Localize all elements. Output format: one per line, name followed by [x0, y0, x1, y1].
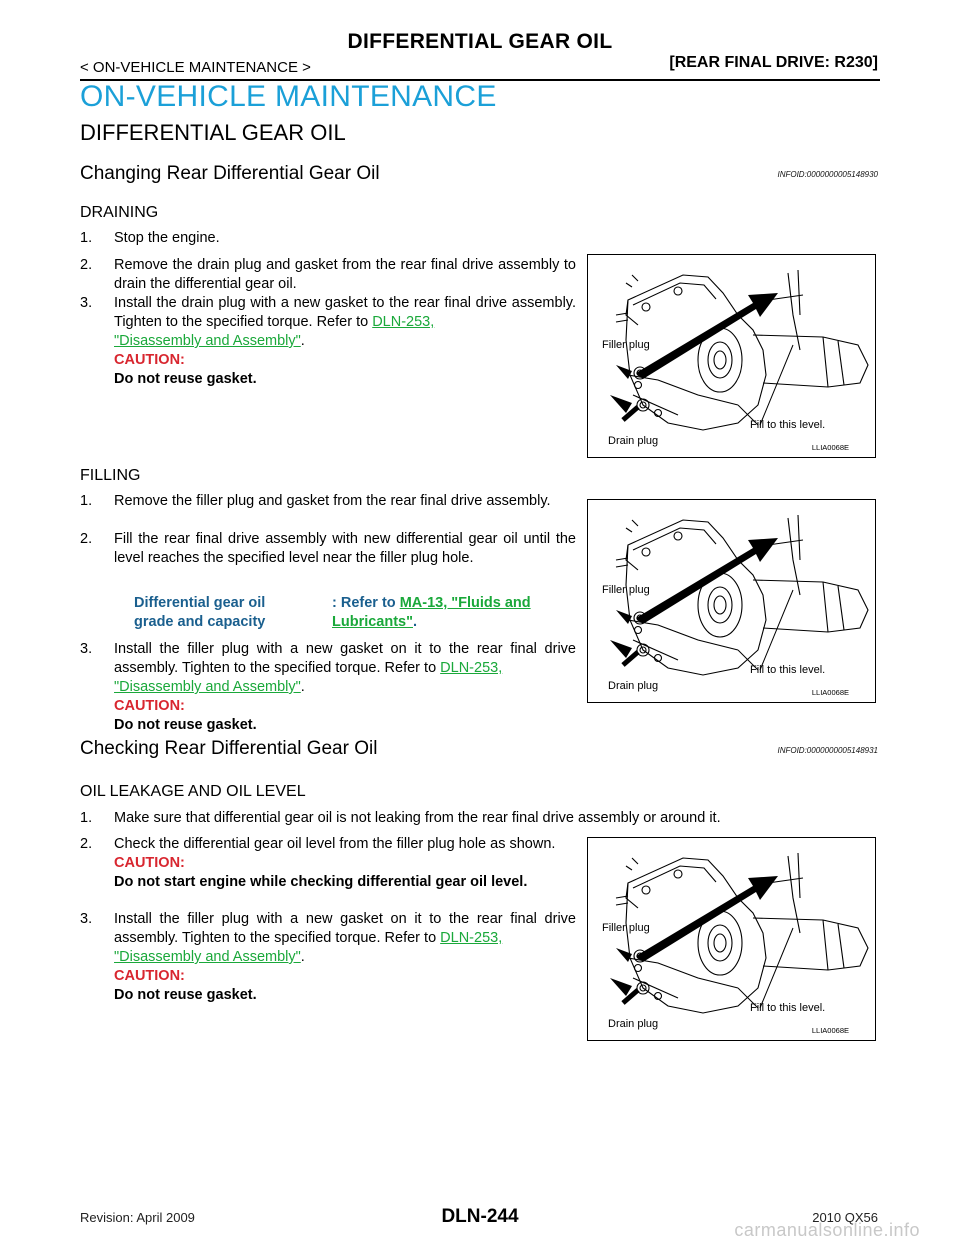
dln-253-link[interactable]: DLN-253,	[372, 314, 435, 330]
checking-step-3: 3. Install the filler plug with a new ga…	[80, 911, 576, 1003]
step-number: 2.	[80, 836, 93, 852]
revision-date: Revision: April 2009	[80, 1210, 195, 1225]
header-section-tag: [REAR FINAL DRIVE: R230]	[669, 54, 878, 71]
caution-label: CAUTION:	[114, 698, 185, 714]
drain-plug-label: Drain plug	[608, 435, 659, 447]
oil-leakage-heading: OIL LEAKAGE AND OIL LEVEL	[80, 783, 306, 800]
caution-text: Do not reuse gasket.	[114, 717, 257, 733]
caution-label: CAUTION:	[114, 968, 185, 984]
disassembly-assembly-link[interactable]: "Disassembly and Assembly"	[114, 333, 301, 349]
figure-code: LLIA0068E	[811, 688, 849, 697]
step-text: Install the filler plug with a new gaske…	[114, 911, 576, 946]
fill-level-label: Fill to this level.	[750, 1002, 826, 1014]
spec-label-line-1: Differential gear oil	[134, 595, 266, 611]
draining-step-1: 1. Stop the engine.	[80, 229, 576, 248]
filling-step-2: 2. Fill the rear final drive assembly wi…	[80, 530, 576, 568]
filling-step-1: 1. Remove the filler plug and gasket fro…	[80, 492, 576, 511]
checking-step-2: 2. Check the differential gear oil level…	[80, 835, 576, 892]
step-number: 3.	[80, 641, 93, 657]
ma-13-link[interactable]: MA-13, "Fluids and	[399, 595, 531, 611]
spec-label-line-2: grade and capacity	[134, 614, 266, 630]
step-number: 3.	[80, 911, 93, 927]
changing-infoid: INFOID:0000000005148930	[777, 170, 878, 179]
spec-label: Differential gear oil grade and capacity	[134, 594, 265, 632]
step-text: Make sure that differential gear oil is …	[114, 810, 721, 826]
step-number: 2.	[80, 257, 93, 273]
watermark: carmanualsonline.info	[734, 1220, 920, 1240]
fluids-lubricants-link[interactable]: Lubricants"	[332, 614, 413, 630]
draining-step-3: 3. Install the drain plug with a new gas…	[80, 295, 576, 387]
step-number: 1.	[80, 230, 93, 246]
dln-253-link[interactable]: DLN-253,	[440, 660, 503, 676]
filler-plug-label: Filler plug	[602, 339, 650, 351]
filler-plug-label: Filler plug	[602, 584, 650, 596]
drain-plug-label: Drain plug	[608, 680, 659, 692]
figure-code: LLIA0068E	[811, 1026, 849, 1035]
section-title: ON-VEHICLE MAINTENANCE	[80, 80, 497, 113]
disassembly-assembly-link[interactable]: "Disassembly and Assembly"	[114, 949, 301, 965]
disassembly-assembly-link[interactable]: "Disassembly and Assembly"	[114, 679, 301, 695]
filler-plug-label: Filler plug	[602, 922, 650, 934]
fill-level-label: Fill to this level.	[750, 419, 826, 431]
step-text: Remove the drain plug and gasket from th…	[114, 257, 576, 292]
figure-code: LLIA0068E	[811, 443, 849, 452]
caution-label: CAUTION:	[114, 352, 185, 368]
fill-level-label: Fill to this level.	[750, 664, 826, 676]
spec-value: : Refer to MA-13, "Fluids and Lubricants…	[332, 595, 531, 630]
step-number: 3.	[80, 295, 93, 311]
checking-infoid: INFOID:0000000005148931	[777, 746, 878, 755]
step-number: 1.	[80, 493, 93, 509]
step-text: Check the differential gear oil level fr…	[114, 836, 556, 852]
page-number: DLN-244	[441, 1206, 519, 1227]
step-text: Install the filler plug with a new gaske…	[114, 641, 576, 676]
header-rule	[80, 79, 880, 81]
checking-step-1: 1. Make sure that differential gear oil …	[80, 809, 880, 828]
draining-heading: DRAINING	[80, 204, 159, 221]
step-number: 2.	[80, 531, 93, 547]
step-text: Remove the filler plug and gasket from t…	[114, 493, 551, 509]
caution-text: Do not reuse gasket.	[114, 371, 257, 387]
caution-text: Do not reuse gasket.	[114, 987, 257, 1003]
step-text: Stop the engine.	[114, 230, 220, 246]
filling-step-3: 3. Install the filler plug with a new ga…	[80, 641, 576, 733]
step-text: Fill the rear final drive assembly with …	[114, 531, 576, 566]
header-breadcrumb: < ON-VEHICLE MAINTENANCE >	[80, 59, 311, 76]
vehicle-model: 2010 QX56	[812, 1210, 878, 1225]
checking-title: Checking Rear Differential Gear Oil	[80, 738, 378, 759]
changing-title: Changing Rear Differential Gear Oil	[80, 163, 380, 184]
caution-text: Do not start engine while checking diffe…	[114, 874, 528, 890]
dln-253-link[interactable]: DLN-253,	[440, 930, 503, 946]
step-text: Install the drain plug with a new gasket…	[114, 295, 576, 330]
draining-step-2: 2. Remove the drain plug and gasket from…	[80, 256, 576, 294]
step-number: 1.	[80, 810, 93, 826]
spec-refer: : Refer to	[332, 595, 396, 611]
subsection-title: DIFFERENTIAL GEAR OIL	[80, 120, 346, 145]
caution-label: CAUTION:	[114, 855, 185, 871]
drain-plug-label: Drain plug	[608, 1018, 659, 1030]
filling-heading: FILLING	[80, 467, 141, 484]
page-header-title: DIFFERENTIAL GEAR OIL	[347, 30, 613, 53]
